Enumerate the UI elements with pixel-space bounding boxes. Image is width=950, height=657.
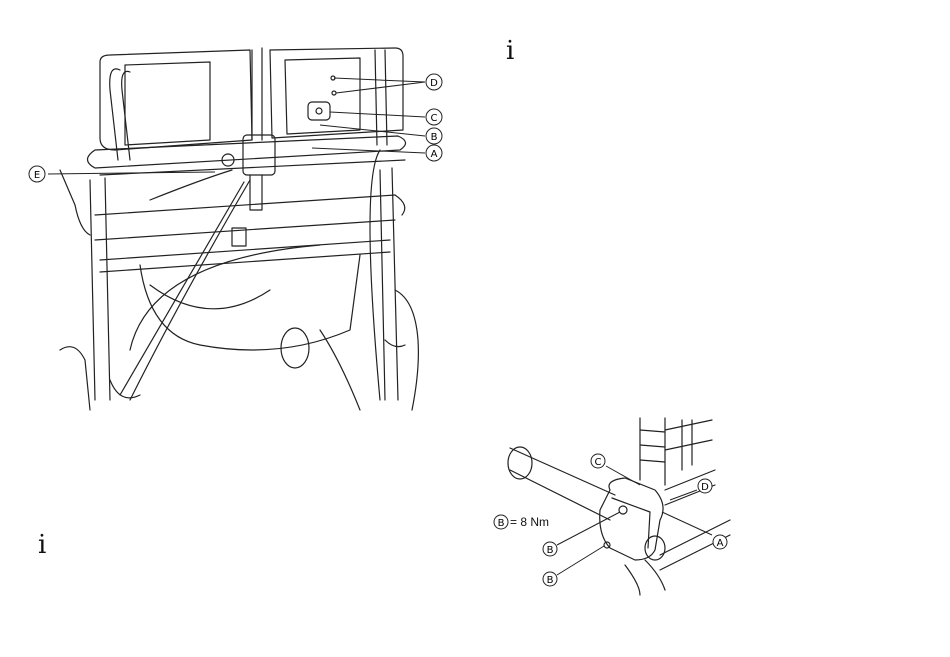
callout-C-fig1: C bbox=[426, 109, 442, 125]
callout-E-fig1: E bbox=[29, 166, 45, 182]
torque-spec: = 8 Nm bbox=[510, 515, 549, 529]
callout-B-lower-fig2: B bbox=[543, 572, 557, 586]
callout-A-fig2: A bbox=[713, 535, 727, 549]
callout-D-fig1: D bbox=[426, 74, 442, 90]
figure-clamp-detail bbox=[508, 418, 730, 595]
svg-text:A: A bbox=[431, 149, 438, 160]
svg-text:D: D bbox=[430, 78, 438, 89]
svg-text:B: B bbox=[547, 575, 554, 586]
svg-text:E: E bbox=[34, 170, 40, 181]
svg-text:B: B bbox=[547, 545, 554, 556]
svg-text:D: D bbox=[701, 482, 709, 493]
callout-B-fig1: B bbox=[426, 128, 442, 144]
callout-D-fig2: D bbox=[698, 479, 712, 493]
callout-A-fig1: A bbox=[426, 145, 442, 161]
svg-text:C: C bbox=[595, 457, 602, 468]
torque-callout-B: B bbox=[494, 515, 508, 529]
svg-text:C: C bbox=[431, 113, 438, 124]
svg-text:B: B bbox=[431, 132, 438, 143]
callout-C-fig2: C bbox=[591, 454, 605, 468]
callout-B-upper-fig2: B bbox=[543, 542, 557, 556]
svg-text:A: A bbox=[717, 538, 724, 549]
svg-text:B: B bbox=[498, 518, 505, 529]
